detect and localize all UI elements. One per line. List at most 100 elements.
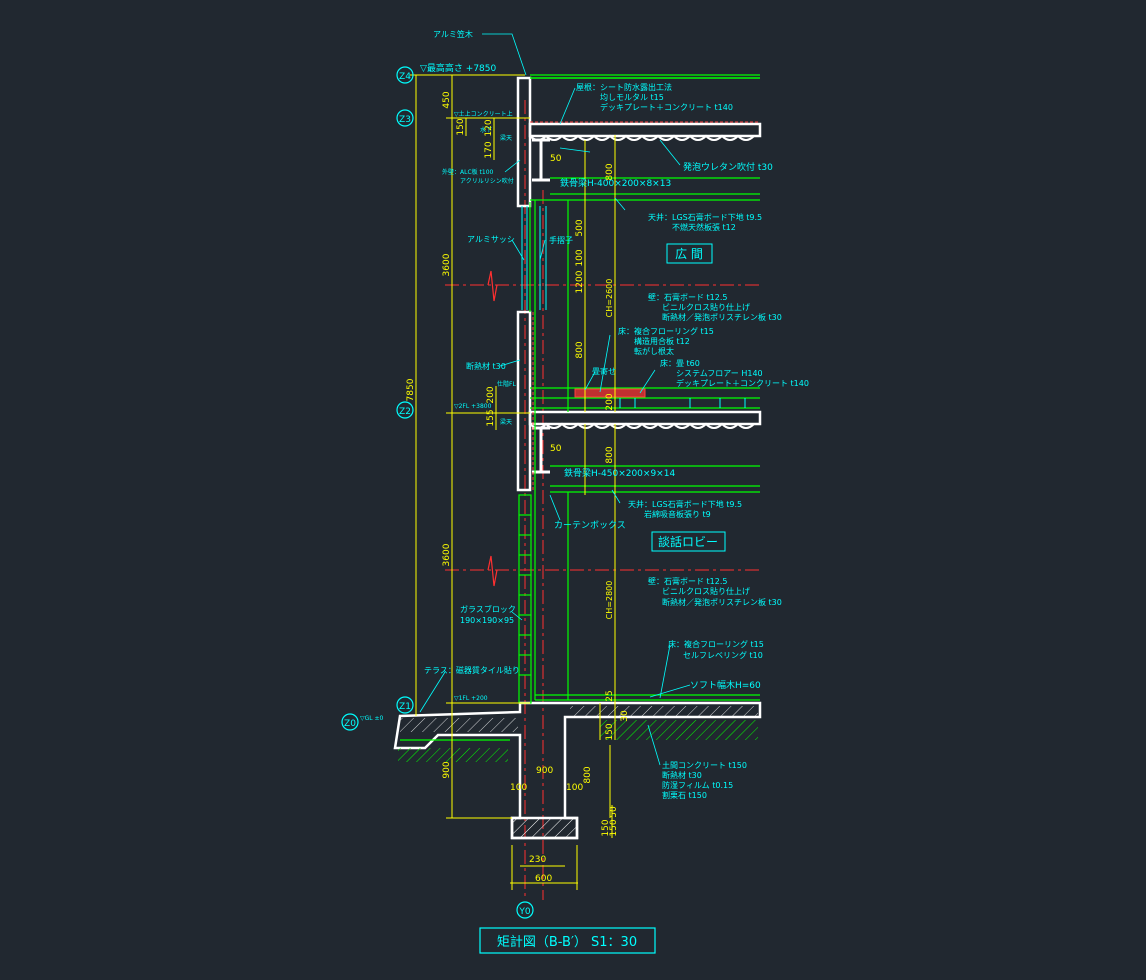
dim-150d: 150: [609, 819, 619, 836]
note-alum-coping: アルミ笠木: [433, 29, 473, 39]
note-soft-skirting: ソフト幅木H=60: [690, 679, 761, 691]
room-label-lobby: 談話ロビー: [651, 531, 726, 552]
dim-150a: 150: [456, 118, 466, 135]
level-1fl: ▽1FL +200: [454, 695, 488, 702]
note-floor2-2: 構造用合板 t12: [634, 336, 690, 346]
dim-ch2800: CH=2800: [605, 581, 614, 620]
dim-50c: 50: [609, 806, 619, 818]
note-ceil2-1: 天井：LGS石膏ボード下地 t9.5: [628, 499, 742, 509]
note-wall1-3: 断熱材／発泡ポリスチレン板 t30: [662, 312, 782, 322]
note-floor2b-1: 床：畳 t60: [660, 358, 700, 368]
note-insul-wall: 断熱材 t30: [466, 361, 506, 371]
level-2fl-mark: 仕階FL: [497, 380, 516, 388]
note-wall2-1: 壁：石膏ボード t12.5: [648, 576, 728, 586]
centerlines: [445, 100, 760, 900]
dim-800b: 800: [575, 341, 585, 358]
grid-marker-z1: Z1: [396, 696, 414, 714]
note-alum-sash: アルミサッシ: [467, 235, 515, 244]
note-slab1-2: 断熱材 t30: [662, 770, 702, 780]
dim-230: 230: [529, 855, 546, 865]
terrace-hatch: [400, 718, 518, 732]
svg-text:談話ロビー: 談話ロビー: [658, 534, 718, 549]
slab-hatch: [570, 706, 758, 716]
note-ext-wall-2: アクリルリシン吹付: [460, 177, 514, 185]
grid-marker-z2: Z2: [396, 401, 414, 419]
note-slab1-3: 防湿フィルム t0.15: [662, 780, 733, 790]
note-beam1: 鉄骨梁H-400×200×8×13: [560, 177, 671, 189]
dim-7850: 7850: [406, 378, 416, 401]
dim-3600b: 3600: [442, 543, 452, 566]
level-top: ▽最高高さ +7850: [420, 62, 497, 74]
svg-text:Z0: Z0: [344, 719, 356, 729]
note-slab1-1: 土間コンクリート t150: [662, 760, 747, 770]
note-tatami-rail: 畳寄せ: [592, 366, 616, 376]
level-roof-slab: ▽土上コンクリート上: [454, 110, 513, 118]
room-label-hiroma: 広 間: [666, 243, 713, 264]
ground-hatch-left: [398, 748, 508, 762]
dim-25: 25: [605, 690, 615, 701]
window-sash: [521, 206, 547, 310]
note-floor1-2: セルフレベリング t10: [683, 650, 763, 660]
dimension-texts: 450 150 120 170 3600 7850 200 155 3600 9…: [406, 91, 630, 884]
dim-800d: 800: [583, 766, 593, 783]
note-slab1-4: 割栗石 t150: [662, 790, 707, 800]
dim-200b: 200: [605, 393, 615, 410]
note-roof-1: 屋根：シート防水露出工法: [576, 82, 672, 92]
note-floor2b-2: システムフロアー H140: [676, 369, 763, 378]
dim-100c: 100: [566, 783, 583, 793]
dimension-lines: [410, 74, 616, 890]
grid-marker-z0: Z0: [341, 713, 359, 731]
structure: [393, 76, 762, 840]
dim-120: 120: [484, 119, 494, 136]
tatami-rail: [574, 388, 646, 398]
dim-1200: 1200: [575, 270, 585, 293]
note-floor2-3: 転がし根太: [634, 346, 674, 356]
note-wall1-2: ビニルクロス貼り仕上げ: [662, 302, 750, 312]
note-floor2b-3: デッキプレート＋コンクリート t140: [676, 378, 809, 388]
svg-text:Z2: Z2: [399, 407, 411, 417]
ground-hatch: [600, 720, 758, 740]
note-ceil1-2: 不燃天然板張 t12: [672, 222, 736, 232]
note-floor2-1: 床：複合フローリング t15: [618, 326, 714, 336]
dim-3600a: 3600: [442, 253, 452, 276]
floor-supports: [619, 398, 746, 408]
grid-marker-z3: Z3: [396, 109, 414, 127]
leader-lines: [419, 33, 691, 766]
dim-500: 500: [575, 219, 585, 236]
note-beam2: 鉄骨梁H-450×200×9×14: [564, 467, 675, 479]
dim-50a: 50: [550, 154, 562, 164]
note-wall1-1: 壁：石膏ボード t12.5: [648, 292, 728, 302]
dim-800c: 800: [605, 446, 615, 463]
drawing-title: 矩計図（B-B′） S1：30: [479, 927, 656, 954]
note-ceil2-2: 岩綿吸音板張り t9: [644, 509, 711, 519]
note-urethane: 発泡ウレタン吹付 t30: [683, 161, 773, 173]
level-mark-2: 梁天: [500, 134, 512, 142]
note-ext-wall-1: 外壁：ALC板 t100: [442, 168, 494, 176]
dim-170: 170: [484, 141, 494, 158]
note-terrace: テラス：磁器質タイル貼り: [424, 665, 520, 675]
svg-text:広 間: 広 間: [675, 247, 703, 261]
note-roof-2: 均しモルタル t15: [600, 92, 664, 102]
svg-text:Y0: Y0: [518, 907, 530, 917]
break-marks: [487, 270, 498, 587]
note-curtain-box: カーテンボックス: [554, 520, 626, 531]
svg-text:Z3: Z3: [399, 115, 411, 125]
note-glass-block-1: ガラスブロック: [460, 604, 516, 614]
dim-200a: 200: [486, 386, 496, 403]
note-wall2-3: 断熱材／発泡ポリスチレン板 t30: [662, 597, 782, 607]
dim-155: 155: [486, 409, 496, 426]
annotations: アルミ笠木 屋根：シート防水露出工法 均しモルタル t15 デッキプレート＋コン…: [424, 29, 809, 800]
dim-50b: 50: [550, 444, 562, 454]
svg-text:Z1: Z1: [399, 702, 411, 712]
dim-100: 100: [575, 249, 585, 266]
dim-150b: 150: [605, 723, 615, 740]
note-wall2-2: ビニルクロス貼り仕上げ: [662, 586, 750, 596]
dim-ch2600: CH=2600: [605, 279, 614, 318]
note-floor1-1: 床：複合フローリング t15: [668, 639, 764, 649]
note-ceil1-1: 天井：LGS石膏ボード下地 t9.5: [648, 212, 762, 222]
dim-100b: 100: [510, 783, 527, 793]
grid-marker-z4: Z4: [396, 66, 414, 84]
dim-800a: 800: [605, 163, 615, 180]
dim-900b: 900: [536, 766, 553, 776]
